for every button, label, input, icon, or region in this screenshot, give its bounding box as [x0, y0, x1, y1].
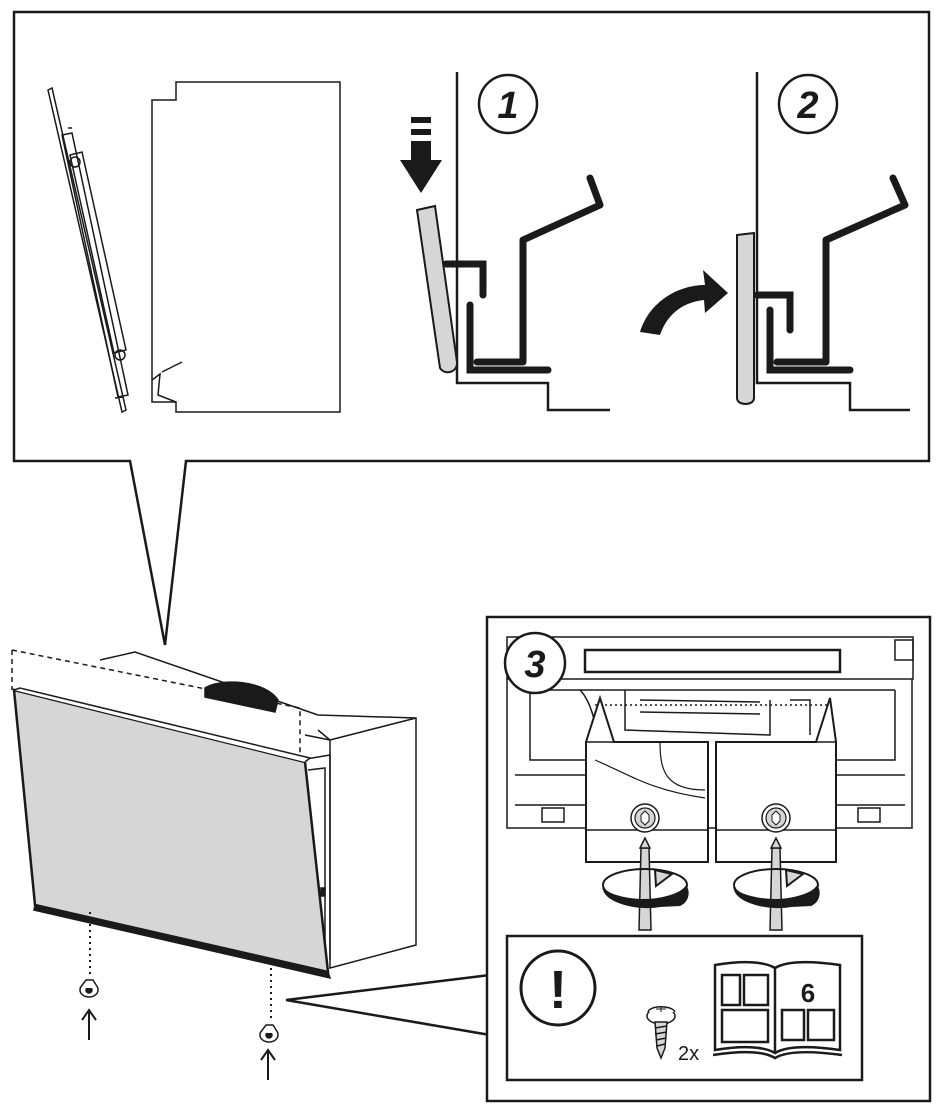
screw-guides [89, 912, 272, 1022]
rotate-arrow-icon [602, 868, 689, 909]
panel-side-view [47, 86, 129, 414]
warning-symbol: ! [549, 960, 567, 1020]
mounting-block-right [715, 697, 837, 863]
open-manual-icon [712, 960, 843, 1060]
step-1-badge [477, 73, 539, 135]
curved-arrow-icon [640, 270, 728, 335]
screw-icon [646, 1006, 676, 1061]
down-arrow-icon [400, 117, 442, 193]
manual-page-number: 6 [801, 978, 815, 1008]
step-2-number: 2 [796, 85, 818, 127]
step-2-detail: 2 [640, 72, 910, 412]
screwdriver-left [638, 836, 652, 931]
up-arrow-icon [81, 1008, 276, 1080]
step-3-badge [503, 631, 567, 695]
screw-left [79, 979, 99, 998]
hood-perspective [11, 649, 417, 980]
step-1-number: 1 [497, 85, 518, 127]
screw-quantity: 2x [678, 1043, 699, 1065]
step-3-number: 3 [524, 644, 545, 686]
rotate-arrow-icon [733, 868, 820, 909]
hood-rear-view [151, 81, 341, 413]
mounting-block-left [585, 694, 709, 863]
hood-underside [506, 636, 914, 829]
notice-box: ! 2x 6 [505, 934, 864, 1082]
screw-right [259, 1024, 279, 1043]
screwdriver-right [769, 836, 783, 931]
exclamation-circle-icon [519, 949, 597, 1027]
step-1-detail: 1 [400, 72, 610, 412]
step-2-badge [777, 73, 839, 135]
